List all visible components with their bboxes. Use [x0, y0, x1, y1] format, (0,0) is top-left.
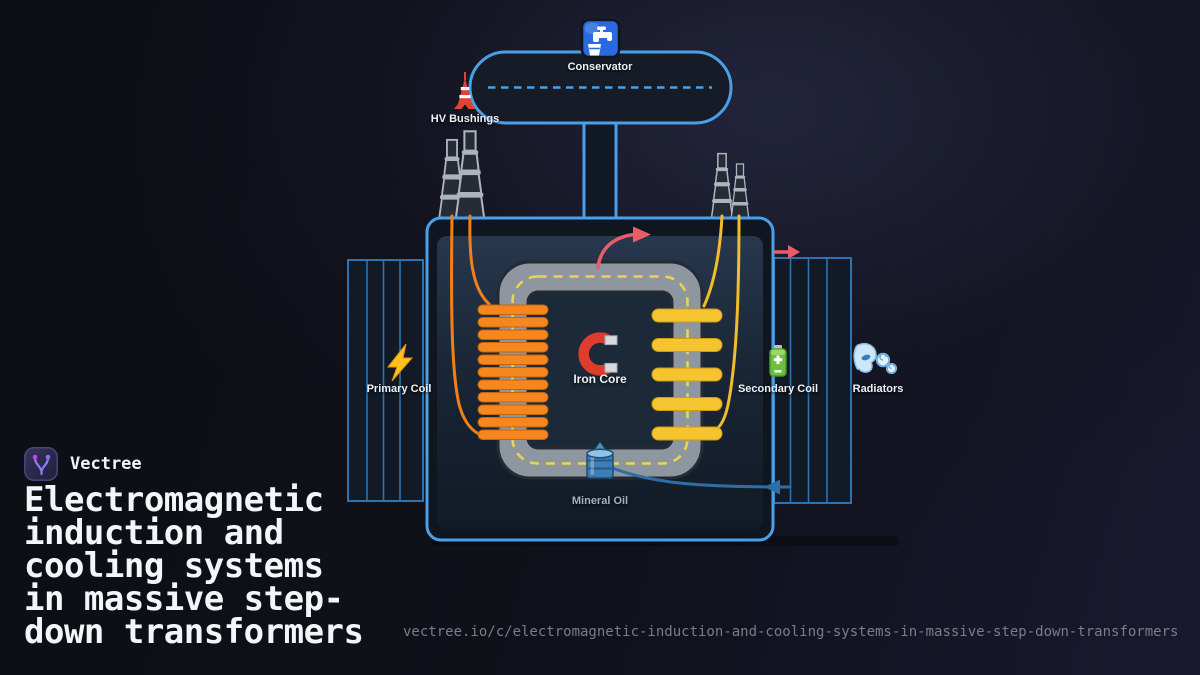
radiators-label: Radiators: [852, 383, 904, 395]
left-radiator-panel: [347, 259, 424, 502]
hv-bushing-towers-left: [438, 130, 486, 221]
iron-core-label: Iron Core: [573, 372, 627, 386]
conservator-label: Conservator: [567, 61, 633, 73]
oil-drum-icon: [586, 448, 614, 479]
secondary-wires: [702, 214, 741, 434]
heat-flow-arrow-right: [774, 245, 800, 259]
primary-wires: [450, 214, 492, 439]
primary-winding: [477, 304, 549, 440]
wind-face-icon: [853, 343, 898, 375]
hv-bushings-label: HV Bushings: [430, 113, 500, 125]
secondary-coil-label: Secondary Coil: [737, 383, 819, 395]
page-title: Electromagnetic induction and cooling sy…: [24, 480, 364, 652]
lightning-icon: [386, 343, 414, 382]
heat-flow-arrow-curved: [596, 226, 651, 270]
vectree-branch-icon: [24, 447, 58, 481]
right-radiator-panel: [773, 257, 852, 504]
primary-coil-label: Primary Coil: [366, 383, 432, 395]
page-url: vectree.io/c/electromagnetic-induction-a…: [403, 624, 1179, 640]
magnet-icon: [578, 332, 618, 376]
potable-water-icon: [580, 18, 621, 59]
lv-bushing-towers-right: [710, 152, 750, 220]
conservator-pipe: [582, 120, 618, 220]
secondary-winding: [651, 308, 723, 441]
brand-name: Vectree: [70, 454, 142, 474]
oil-return-arrow: [764, 479, 780, 495]
battery-icon: [769, 345, 787, 377]
tokyo-tower-icon: [454, 72, 476, 109]
brand-block: Vectree: [24, 447, 142, 481]
mineral-oil-label: Mineral Oil: [571, 495, 629, 507]
conservator-vessel: [468, 50, 733, 125]
